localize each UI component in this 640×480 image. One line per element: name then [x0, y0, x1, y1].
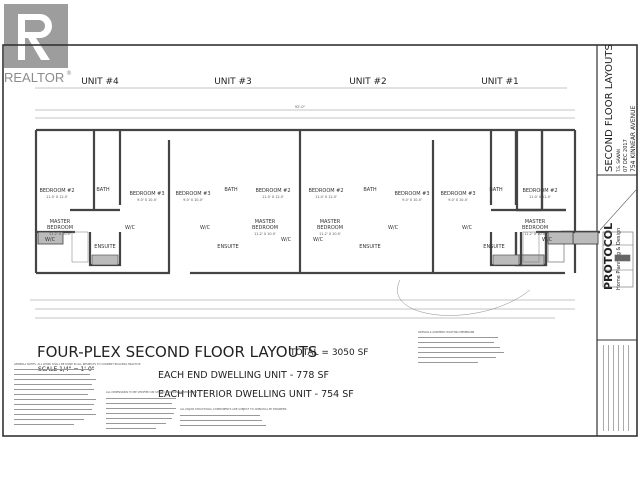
room-bedroom-3: BEDROOM #3: [129, 191, 164, 197]
unit-label: UNIT #4: [81, 77, 119, 87]
room-bath: BATH: [489, 187, 503, 193]
title-block-fine-print: [603, 345, 629, 431]
room-label: MASTER: [255, 219, 276, 225]
room-wic: W/C: [388, 225, 399, 231]
room-wic: W/C: [281, 237, 292, 243]
room-label: BEDROOM: [317, 225, 343, 231]
firm-name: PROTOCOL: [602, 223, 615, 290]
room-label: BEDROOM: [522, 225, 548, 231]
room-size: 9-0' X 10-0': [448, 198, 468, 202]
room-size: 9-0' X 10-0': [183, 198, 203, 202]
room-wic: W/C: [542, 237, 553, 243]
structural-notes: ALL MAJOR STRUCTURAL COMPONENTS ARE SUBJ…: [180, 407, 287, 411]
room-size: 11-0' X 12-0': [529, 195, 551, 199]
room-wic: W/C: [45, 237, 56, 243]
room-size: 11-2' X 10-0': [49, 232, 71, 236]
svg-text:REALTOR: REALTOR: [4, 70, 64, 85]
structural-notes-lines: [180, 415, 266, 426]
plan-walls: [34, 128, 602, 275]
room-bedroom-3: BEDROOM #3: [440, 191, 475, 197]
room-label: BEDROOM: [252, 225, 278, 231]
sheet-date: 07 DEC 2017: [623, 139, 629, 172]
master-bedroom: MASTER BEDROOM 11-2' X 10-0': [47, 219, 73, 236]
room-size: 11-2' X 10-0': [254, 232, 276, 236]
dimension-notes-lines: [106, 398, 176, 429]
general-notes: GENERAL NOTES: ALL WORK SHALL BE DONE IN…: [14, 362, 141, 366]
room-size: 11-0' X 12-0': [262, 195, 284, 199]
assembly-notes: SIDEWALK ASSEMBLY ROOFING MEMBRANE: [418, 330, 475, 334]
master-bedroom: MASTER BEDROOM 11-2' X 10-0': [252, 219, 278, 236]
room-bedroom-2: BEDROOM #2: [308, 188, 343, 194]
title-block: SECOND FLOOR LAYOUTS T.S. SAWAN 07 DEC 2…: [599, 44, 637, 431]
room-ensuite: ENSUITE: [359, 244, 380, 250]
room-label: MASTER: [320, 219, 341, 225]
room-label: BEDROOM: [47, 225, 73, 231]
general-notes-lines: [14, 369, 96, 425]
room-bedroom-2: BEDROOM #2: [39, 188, 74, 194]
drawn-by: T.S. SAWAN: [616, 149, 621, 173]
interior-unit-area: EACH INTERIOR DWELLING UNIT - 754 SF: [158, 389, 354, 400]
room-wic: W/C: [200, 225, 211, 231]
room-bedroom-3: BEDROOM #3: [394, 191, 429, 197]
total-area: TOTAL = 3050 SF: [289, 348, 368, 358]
realtor-watermark: REALTOR ®: [0, 0, 76, 88]
room-size: 11-2' X 10-0': [524, 232, 546, 236]
room-size: 9-0' X 10-0': [137, 198, 157, 202]
unit-label: UNIT #1: [481, 77, 519, 87]
project-address: 754 KINNEAR AVENUE: [630, 105, 637, 172]
room-label: MASTER: [525, 219, 546, 225]
room-wic: W/C: [313, 237, 324, 243]
room-bath: BATH: [96, 187, 110, 193]
overall-dimension: 92'-0": [295, 105, 306, 109]
room-ensuite: ENSUITE: [483, 244, 504, 250]
svg-text:®: ®: [66, 70, 72, 77]
room-size: 11-0' X 12-0': [46, 195, 68, 199]
drawing-title: FOUR-PLEX SECOND FLOOR LAYOUTS: [37, 343, 317, 361]
room-wic: W/C: [462, 225, 473, 231]
room-bedroom-2: BEDROOM #2: [522, 188, 557, 194]
room-bath: BATH: [363, 187, 377, 193]
sheet-title: SECOND FLOOR LAYOUTS: [604, 44, 615, 172]
room-bedroom-2: BEDROOM #2: [255, 188, 290, 194]
room-size: 11-2' X 10-0': [319, 232, 341, 236]
room-label: MASTER: [50, 219, 71, 225]
assembly-notes-lines: [418, 337, 504, 363]
room-bedroom-3: BEDROOM #3: [175, 191, 210, 197]
room-wic: W/C: [125, 225, 136, 231]
master-bedroom: MASTER BEDROOM 11-2' X 10-0': [317, 219, 343, 236]
end-unit-area: EACH END DWELLING UNIT - 778 SF: [158, 370, 329, 381]
room-size: 11-0' X 12-0': [315, 195, 337, 199]
house-illustration: [599, 189, 637, 288]
unit-label: UNIT #2: [349, 77, 387, 87]
room-labels: BEDROOM #2 11-0' X 12-0' BATH BEDROOM #3…: [39, 187, 557, 250]
room-ensuite: ENSUITE: [94, 244, 115, 250]
unit-labels: UNIT #4 UNIT #3 UNIT #2 UNIT #1: [81, 77, 519, 87]
room-size: 9-0' X 10-0': [402, 198, 422, 202]
master-bedroom: MASTER BEDROOM 11-2' X 10-0': [522, 219, 548, 236]
sheet-frame: [2, 44, 638, 437]
room-bath: BATH: [224, 187, 238, 193]
dimension-notes: ALL DIMENSIONS TO BE VERIFIED ON SITE BY…: [106, 390, 197, 394]
unit-label: UNIT #3: [214, 77, 252, 87]
room-ensuite: ENSUITE: [217, 244, 238, 250]
